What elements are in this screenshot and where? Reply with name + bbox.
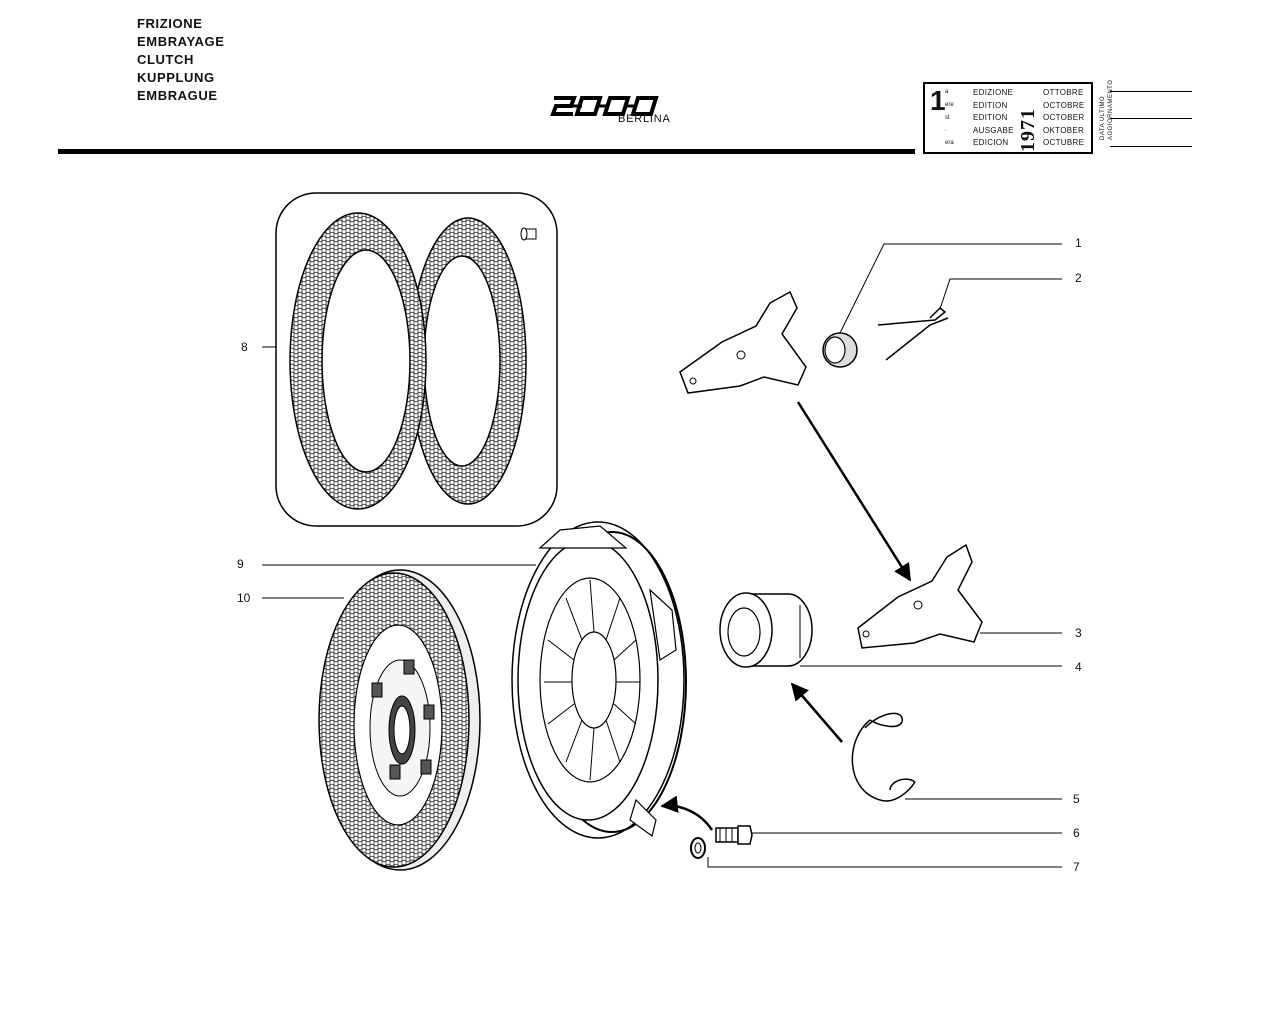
edition-labels: EDIZIONE EDITION EDITION AUSGABE EDICION	[973, 87, 1014, 150]
callout-label: 10	[237, 591, 251, 605]
edition-label: EDITION	[973, 113, 1008, 123]
edition-suffix: ere	[945, 102, 954, 108]
leader-lines	[262, 243, 1062, 868]
callout-label: 2	[1075, 271, 1082, 285]
callout-label: 4	[1075, 660, 1082, 674]
update-rule	[1110, 91, 1192, 92]
clutch-disc	[318, 569, 481, 871]
callout-label: 9	[237, 557, 244, 571]
title-spanish: EMBRAGUE	[137, 88, 218, 103]
title-block: FRIZIONE EMBRAYAGE CLUTCH KUPPLUNG EMBRA…	[137, 15, 225, 105]
edition-number: 1	[930, 85, 946, 116]
edition-month: OCTOBER	[1043, 113, 1085, 123]
retaining-spring	[851, 712, 916, 802]
edition-label: EDICION	[973, 138, 1009, 148]
edition-label: EDITION	[973, 100, 1008, 110]
edition-suffix: a	[945, 89, 949, 95]
edition-month: OCTOBRE	[1043, 100, 1085, 110]
edition-suffix: .	[945, 127, 947, 133]
callout-label: 8	[241, 340, 248, 354]
update-rule	[1110, 118, 1192, 119]
title-italian: FRIZIONE	[137, 16, 203, 31]
callout-label: 5	[1073, 792, 1080, 806]
edition-month: OTTOBRE	[1043, 88, 1084, 97]
title-french: EMBRAYAGE	[137, 34, 225, 49]
edition-month: OKTOBER	[1043, 125, 1085, 135]
edition-months: OTTOBRE OCTOBRE OCTOBER OKTOBER OCTUBRE	[1043, 87, 1085, 150]
callout-label: 3	[1075, 626, 1082, 640]
edition-label: AUSGABE	[973, 125, 1014, 135]
bolt	[715, 825, 753, 845]
release-fork-upper	[679, 290, 807, 394]
edition-month: OCTUBRE	[1043, 138, 1085, 148]
friction-linings	[275, 192, 558, 527]
lock-washer	[690, 837, 706, 859]
edition-box	[923, 82, 1093, 154]
rivet-icon	[520, 227, 537, 241]
spring-clip	[877, 306, 949, 361]
pressure-plate	[511, 521, 687, 839]
assembly-arrows	[660, 401, 912, 831]
edition-suffix: era	[945, 140, 954, 146]
edition-suffix: st	[945, 115, 950, 121]
release-bearing	[719, 592, 813, 668]
callout-label: 6	[1073, 826, 1080, 840]
title-english: CLUTCH	[137, 52, 195, 67]
release-fork	[857, 543, 983, 649]
model-name: BERLINA	[618, 113, 671, 125]
edition-label: EDIZIONE	[973, 88, 1014, 97]
update-rule	[1110, 146, 1192, 147]
callout-label: 7	[1073, 860, 1080, 874]
title-german: KUPPLUNG	[137, 70, 215, 85]
model-logo	[550, 96, 659, 116]
callout-label: 1	[1075, 236, 1082, 250]
bushing	[822, 332, 858, 368]
header-rule	[58, 149, 915, 154]
